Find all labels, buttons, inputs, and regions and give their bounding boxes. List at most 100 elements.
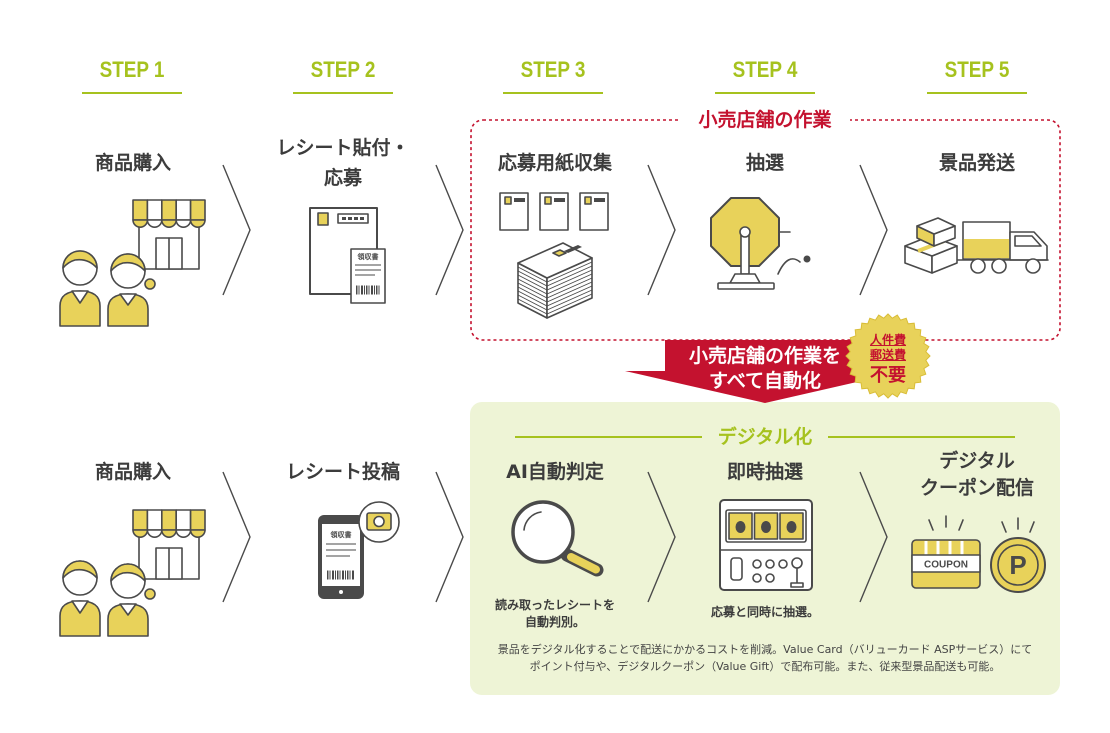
chevron-right-icon	[223, 165, 250, 295]
manual-step4-title: 抽選	[746, 151, 784, 175]
receipt-title: 領収書	[357, 252, 379, 261]
footer-note-line2: ポイント付与や、デジタルクーポン（Value Gift）で配布可能。また、従来型…	[530, 660, 1001, 674]
slot-button	[753, 574, 761, 582]
manual-step5-title: 景品発送	[939, 151, 1015, 175]
phone-home-button	[339, 590, 343, 594]
awning-stripe	[133, 200, 147, 220]
postcard-stamp	[318, 213, 328, 225]
footer-note-line1: 景品をデジタル化することで配送にかかるコストを削減。Value Card（バリュ…	[498, 643, 1033, 657]
ball-motion-arc	[778, 259, 800, 274]
digital-step3-title: AI自動判定	[506, 460, 604, 484]
instant-lottery-note: 応募と同時に抽選。	[711, 604, 819, 620]
awning-scallop	[176, 530, 190, 537]
application-forms-icon-part	[585, 197, 591, 204]
digital-step5-title-line2: クーポン配信	[920, 476, 1034, 500]
truck-wheel	[992, 259, 1006, 273]
receipt-icon: 領収書	[351, 249, 385, 303]
awning-stripe	[176, 510, 190, 530]
ai-note-line1: 読み取ったレシートを	[495, 597, 615, 613]
girl-ponytail	[145, 589, 155, 599]
awning-scallop	[176, 220, 190, 227]
purchase-illustration-digital	[60, 510, 205, 636]
customers-icon	[60, 251, 155, 326]
awning-scallop	[147, 220, 161, 227]
shop-icon	[133, 200, 205, 269]
digital-step4-title: 即時抽選	[727, 460, 803, 484]
coupon-label: COUPON	[924, 560, 968, 571]
lottery-stand	[741, 232, 749, 274]
chevron-right-icon	[860, 165, 887, 295]
awning-scallop	[162, 220, 176, 227]
awning-scallop	[162, 530, 176, 537]
customer-boy-icon	[60, 561, 100, 636]
reel-symbol	[736, 521, 746, 533]
application-forms-icon-part	[505, 197, 511, 204]
digital-step5-title-line1: デジタル	[939, 449, 1015, 473]
manual-step3-title: 応募用紙収集	[498, 151, 612, 175]
delivery-truck-icon	[958, 222, 1048, 273]
reel-symbol	[761, 521, 771, 533]
truck-wheel	[971, 259, 985, 273]
customer-boy-icon	[60, 251, 100, 326]
application-forms-icon-part	[545, 197, 551, 204]
postcard-receipt-icon-part	[354, 217, 358, 220]
reel-symbol	[787, 521, 797, 533]
truck-cargo-fill	[964, 239, 1009, 258]
postcard-receipt-icon-part	[360, 217, 364, 220]
awning-scallop	[191, 220, 205, 227]
awning-stripe	[162, 200, 176, 220]
chevron-right-icon	[436, 165, 463, 295]
parcel-boxes-icon	[905, 218, 957, 273]
postcard-receipt-icon-part	[342, 217, 346, 220]
automation-banner-line1: 小売店舗の作業を	[689, 344, 841, 368]
coin-slot	[731, 558, 742, 580]
automation-banner-line2: すべて自動化	[709, 369, 821, 393]
retail-work-label: 小売店舗の作業	[698, 108, 831, 132]
application-forms-icon-part	[514, 198, 525, 202]
chevron-right-icon	[436, 472, 463, 602]
customers-icon	[60, 561, 155, 636]
step-label-5: STEP 5	[945, 57, 1010, 83]
coin-symbol: P	[1009, 550, 1026, 580]
awning-stripe	[162, 510, 176, 530]
payment-card-badge-icon	[359, 502, 399, 542]
lottery-ball	[804, 256, 811, 263]
manual-step1-title: 商品購入	[95, 151, 171, 175]
slot-button	[779, 560, 787, 568]
badge-not-needed: 不要	[870, 366, 906, 386]
awning-scallop	[191, 530, 205, 537]
shop-icon	[133, 510, 205, 579]
chevron-right-icon	[223, 472, 250, 602]
step-label-1: STEP 1	[100, 57, 165, 83]
girl-ponytail	[145, 279, 155, 289]
slot-lever-knob	[792, 558, 802, 568]
slot-button	[766, 574, 774, 582]
lottery-base	[730, 274, 760, 283]
awning-scallop	[147, 530, 161, 537]
card-coin	[374, 517, 384, 527]
badge-labor-cost: 人件費	[870, 333, 906, 347]
badge-postage: 郵送費	[870, 348, 906, 362]
ai-note-line2: 自動判別。	[525, 614, 585, 630]
postcard-receipt-icon-part	[348, 217, 352, 220]
slot-button	[753, 560, 761, 568]
awning-stripe	[147, 510, 161, 530]
manual-step2-title-line1: レシート貼付・	[276, 136, 409, 160]
receipt-title: 領収書	[330, 530, 352, 539]
slot-machine-icon	[720, 500, 812, 590]
application-forms-icon-part	[594, 198, 605, 202]
awning-scallop	[133, 220, 147, 227]
application-forms-icon-part	[554, 198, 565, 202]
digital-step1-title: 商品購入	[95, 460, 171, 484]
slot-button	[766, 560, 774, 568]
awning-stripe	[191, 200, 205, 220]
slot-lever-base	[791, 583, 803, 587]
magnifier-lens	[513, 502, 573, 562]
awning-stripe	[191, 510, 205, 530]
awning-stripe	[147, 200, 161, 220]
awning-stripe	[133, 510, 147, 530]
form-stack-icon	[518, 243, 592, 318]
chevron-right-icon	[648, 165, 675, 295]
digital-step2-title: レシート投稿	[286, 460, 400, 484]
awning-scallop	[133, 530, 147, 537]
